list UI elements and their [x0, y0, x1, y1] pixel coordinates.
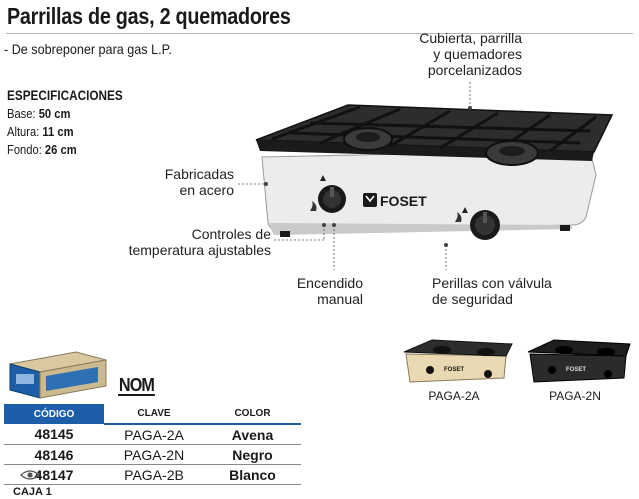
right-knob-icon: [470, 210, 500, 240]
spec-label: Altura:: [7, 124, 40, 139]
callout-line: temperatura ajustables: [128, 242, 271, 258]
spec-value: 11 cm: [42, 124, 74, 139]
spec-value: 50 cm: [38, 106, 71, 121]
spec-label: Base:: [7, 106, 36, 121]
callout-controls: Controles de temperatura ajustables: [129, 226, 271, 258]
page-title: Parrillas de gas, 2 quemadores: [7, 3, 291, 29]
title-divider: [6, 33, 633, 34]
callout-line: de seguridad: [432, 291, 513, 307]
box-quantity-label: CAJA 1: [13, 486, 52, 498]
callout-steel: Fabricadas en acero: [165, 166, 234, 198]
thumb-label-paga-2n: PAGA-2N: [549, 389, 601, 403]
spec-height: Altura: 11 cm: [7, 124, 74, 139]
callout-line: Cubierta, parrilla: [419, 30, 522, 46]
brand-name: FOSET: [380, 193, 427, 209]
thumb-paga-2n-image: FOSET: [527, 339, 631, 383]
table-header-row: CÓDIGO CLAVE COLOR: [4, 404, 301, 425]
left-knob-icon: [318, 185, 346, 213]
spec-depth: Fondo: 26 cm: [7, 142, 77, 157]
spec-value: 26 cm: [44, 142, 77, 157]
product-box-image: [9, 351, 107, 399]
svg-text:FOSET: FOSET: [444, 367, 464, 373]
spec-base: Base: 50 cm: [7, 106, 70, 121]
callout-line: Encendido: [296, 275, 363, 291]
nom-certification-mark: NOM: [118, 375, 155, 396]
cell-color: Avena: [204, 424, 301, 445]
callout-knobs: Perillas con válvula de seguridad: [432, 275, 552, 307]
thumb-paga-2a-image: FOSET: [403, 339, 513, 383]
callout-line: Controles de: [191, 226, 271, 242]
callout-line: en acero: [179, 182, 234, 198]
callout-line: Perillas con válvula: [432, 275, 552, 291]
cell-codigo: 48147: [4, 464, 104, 485]
callout-line: porcelanizados: [427, 62, 522, 78]
cell-clave: PAGA-2B: [104, 464, 204, 485]
cell-codigo: 48146: [4, 444, 104, 465]
cell-codigo-value: 48147: [34, 466, 74, 483]
cell-color: Blanco: [204, 464, 301, 485]
cell-color: Negro: [204, 444, 301, 465]
product-code-table: CÓDIGO CLAVE COLOR 48145 PAGA-2A Avena 4…: [4, 404, 301, 485]
table-row: 48145 PAGA-2A Avena: [4, 424, 301, 445]
stove-main-image: FOSET: [255, 104, 614, 240]
thumb-label-paga-2a: PAGA-2A: [428, 389, 480, 403]
callout-cover: Cubierta, parrilla y quemadores porcelan…: [419, 30, 522, 78]
cell-clave: PAGA-2N: [104, 444, 204, 465]
column-header-clave: CLAVE: [104, 404, 204, 425]
table-row: 48146 PAGA-2N Negro: [4, 444, 301, 465]
cell-clave: PAGA-2A: [104, 424, 204, 445]
callout-line: y quemadores: [433, 46, 522, 62]
svg-text:FOSET: FOSET: [566, 367, 586, 373]
callout-ignition: Encendido manual: [297, 275, 363, 307]
column-header-color: COLOR: [204, 404, 301, 425]
table-row: 48147 PAGA-2B Blanco: [4, 464, 301, 485]
callout-line: manual: [317, 291, 363, 307]
column-header-codigo: CÓDIGO: [4, 404, 104, 424]
specs-heading: ESPECIFICACIONES: [7, 87, 123, 103]
callout-line: Fabricadas: [164, 166, 234, 182]
cell-codigo: 48145: [4, 424, 104, 445]
spec-label: Fondo:: [7, 142, 42, 157]
product-subtitle: - De sobreponer para gas L.P.: [4, 41, 172, 57]
eye-icon: [20, 470, 40, 480]
